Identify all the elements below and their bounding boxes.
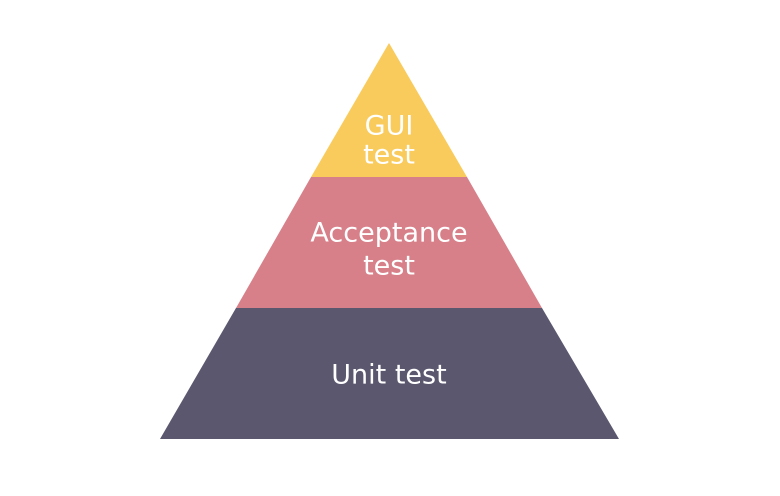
gui-test-label-line-2: test (363, 140, 415, 171)
acceptance-test-label-line-2: test (363, 251, 415, 282)
gui-test-label-line-1: GUI (365, 111, 414, 142)
acceptance-test-label-line-1: Acceptance (310, 218, 467, 249)
unit-test-tier (160, 308, 619, 439)
acceptance-test-tier (236, 177, 542, 308)
unit-test-label: Unit test (331, 360, 446, 391)
gui-test-tier (311, 43, 467, 177)
